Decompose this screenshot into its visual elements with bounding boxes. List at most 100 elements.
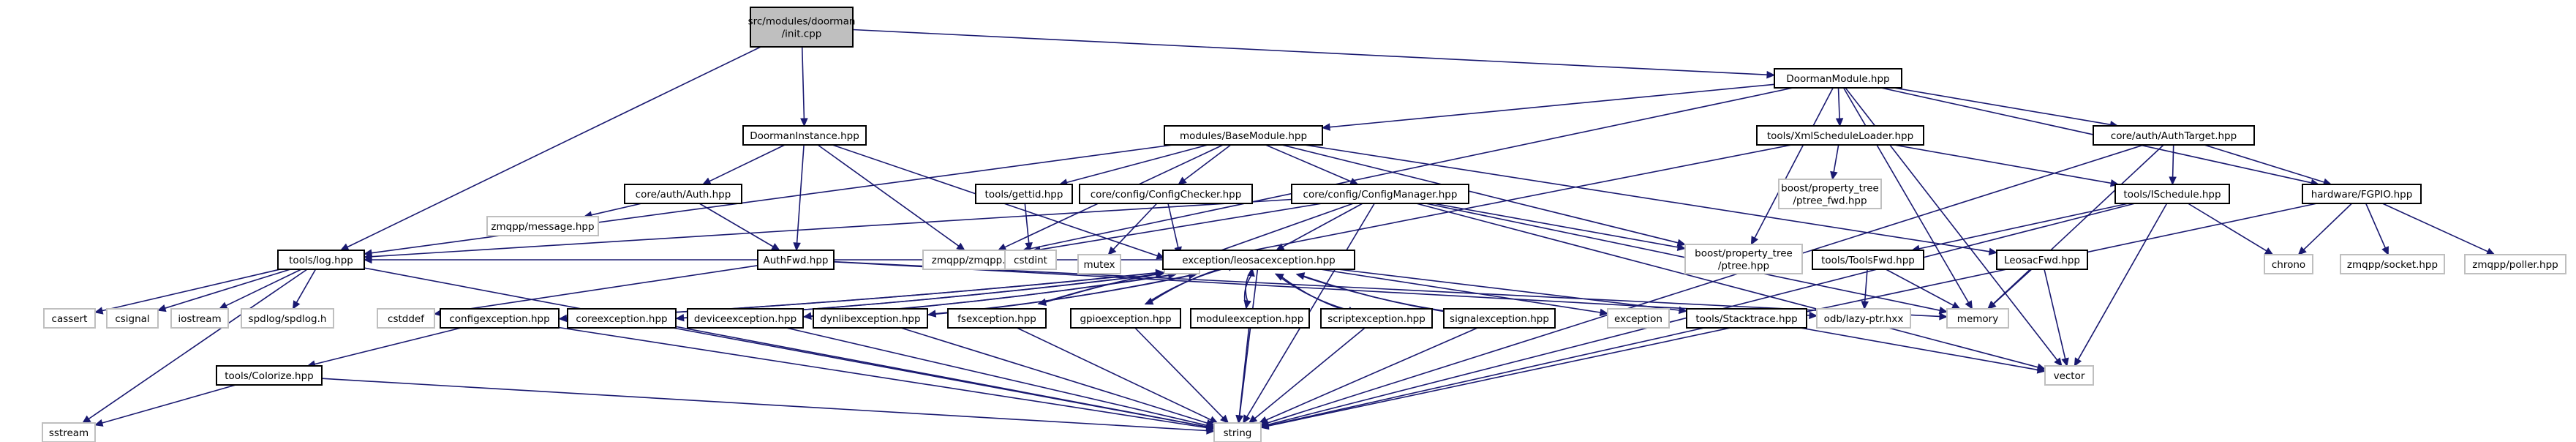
node-box bbox=[1996, 250, 2088, 270]
edge-xsl-to-ptf bbox=[1830, 144, 1839, 181]
edge-line bbox=[2303, 203, 2353, 250]
edge-log-to-cassert bbox=[94, 269, 281, 315]
edge-ccc-to-map bbox=[1167, 203, 1182, 256]
edge-line bbox=[1030, 87, 1793, 250]
node-fsx[interactable]: fsexception.hpp bbox=[947, 308, 1047, 329]
node-modx[interactable]: moduleexception.hpp bbox=[1190, 308, 1310, 329]
node-box bbox=[377, 308, 435, 329]
edge-line bbox=[852, 29, 1768, 75]
node-box bbox=[1190, 308, 1310, 329]
node-cat[interactable]: core/auth/AuthTarget.hpp bbox=[2093, 125, 2255, 146]
node-chrono: chrono bbox=[2264, 254, 2313, 274]
node-root[interactable]: src/modules/doorman/init.cpp bbox=[748, 7, 856, 48]
node-ccc[interactable]: core/config/ConfigChecker.hpp bbox=[1079, 184, 1253, 204]
edge-line bbox=[102, 384, 236, 424]
node-label: cstddef bbox=[388, 313, 425, 325]
node-dynx[interactable]: dynlibexception.hpp bbox=[813, 308, 928, 329]
edge-gpiox-to-string bbox=[1134, 327, 1229, 424]
node-label: core/config/ConfigChecker.hpp bbox=[1091, 189, 1242, 201]
edge-dm-to-zmq bbox=[1022, 87, 1793, 252]
node-zmsg: zmqpp/message.hpp bbox=[486, 216, 599, 236]
node-label: configexception.hpp bbox=[449, 313, 549, 325]
node-afwd[interactable]: AuthFwd.hpp bbox=[757, 250, 835, 270]
node-box bbox=[106, 308, 159, 329]
edge-log-to-csignal bbox=[157, 269, 291, 312]
node-label: exception bbox=[1614, 313, 1662, 325]
edge-log-to-spdlog bbox=[292, 269, 317, 310]
edge-arrowhead bbox=[2169, 176, 2177, 186]
node-label: mutex bbox=[1083, 259, 1115, 271]
edge-xsl-to-isch bbox=[1894, 144, 2120, 187]
edge-line bbox=[1842, 87, 1970, 303]
node-tfwd[interactable]: tools/ToolsFwd.hpp bbox=[1812, 250, 1924, 270]
node-sigx[interactable]: signalexception.hpp bbox=[1443, 308, 1556, 329]
edge-arrowhead bbox=[1243, 414, 1251, 424]
node-isch[interactable]: tools/ISchedule.hpp bbox=[2114, 184, 2230, 204]
edge-line bbox=[1992, 144, 2164, 304]
edge-dynx-to-string bbox=[900, 327, 1216, 427]
edge-arrowhead bbox=[94, 307, 104, 315]
node-xsl[interactable]: tools/XmlScheduleLoader.hpp bbox=[1756, 125, 1924, 146]
edge-arrowhead bbox=[1220, 414, 1229, 424]
edge-arrowhead bbox=[771, 243, 780, 251]
node-label: tools/gettid.hpp bbox=[985, 189, 1063, 201]
node-stack[interactable]: tools/Stacktrace.hpp bbox=[1686, 308, 1807, 329]
edge-sigx-to-string bbox=[1258, 327, 1478, 424]
node-corex[interactable]: coreexception.hpp bbox=[567, 308, 677, 329]
edge-arrowhead bbox=[1835, 118, 1844, 127]
edge-dm-to-ptree bbox=[1750, 87, 1834, 246]
node-box bbox=[624, 184, 742, 204]
node-label: chrono bbox=[2272, 259, 2305, 271]
edge-line bbox=[371, 198, 1292, 258]
edge-line bbox=[1134, 327, 1224, 419]
node-label: cassert bbox=[52, 313, 88, 325]
node-scrx[interactable]: scriptexception.hpp bbox=[1320, 308, 1433, 329]
edge-arrowhead bbox=[1830, 171, 1838, 181]
node-box bbox=[947, 308, 1047, 329]
node-label: core/auth/AuthTarget.hpp bbox=[2111, 130, 2237, 142]
node-box bbox=[1686, 308, 1807, 329]
node-label: modules/BaseModule.hpp bbox=[1180, 130, 1307, 142]
edge-line bbox=[796, 144, 805, 244]
node-string: string bbox=[1213, 422, 1262, 442]
edge-line bbox=[102, 269, 281, 312]
node-label: zmqpp/socket.hpp bbox=[2347, 259, 2438, 271]
edge-log-to-iostream bbox=[218, 269, 302, 310]
edge-line bbox=[1066, 144, 1208, 184]
node-fgpio[interactable]: hardware/FGPIO.hpp bbox=[2302, 184, 2422, 204]
node-ccm[interactable]: core/config/ConfigManager.hpp bbox=[1291, 184, 1469, 204]
edge-arrowhead bbox=[1258, 416, 1268, 424]
node-label: tools/ToolsFwd.hpp bbox=[1821, 255, 1915, 266]
node-label: src/modules/doorman bbox=[748, 16, 856, 28]
node-colorize[interactable]: tools/Colorize.hpp bbox=[216, 365, 323, 386]
node-box bbox=[1778, 179, 1882, 209]
node-box bbox=[1004, 250, 1057, 270]
node-lfwd[interactable]: LeosacFwd.hpp bbox=[1996, 250, 2088, 270]
edge-line bbox=[1837, 87, 1840, 119]
node-label: vector bbox=[2054, 370, 2085, 382]
edge-fgpio-to-chrono bbox=[2297, 203, 2353, 255]
edge-arrowhead bbox=[1951, 301, 1961, 310]
node-bm[interactable]: modules/BaseModule.hpp bbox=[1164, 125, 1323, 146]
node-gpiox[interactable]: gpioexception.hpp bbox=[1070, 308, 1181, 329]
node-gettid[interactable]: tools/gettid.hpp bbox=[975, 184, 1073, 204]
edge-colorize-to-sstream bbox=[94, 384, 236, 427]
node-di[interactable]: DoormanInstance.hpp bbox=[742, 125, 867, 146]
edge-arrowhead bbox=[800, 118, 808, 127]
node-exc[interactable]: exception/leosacexception.hpp bbox=[1162, 250, 1355, 270]
edge-arrowhead bbox=[927, 310, 937, 318]
node-label: spdlog/spdlog.h bbox=[249, 313, 327, 325]
node-caa[interactable]: core/auth/Auth.hpp bbox=[624, 184, 742, 204]
node-devx[interactable]: deviceexception.hpp bbox=[687, 308, 804, 329]
edge-arrowhead bbox=[2074, 357, 2082, 367]
node-cfgx[interactable]: configexception.hpp bbox=[440, 308, 560, 329]
node-box bbox=[1946, 308, 2009, 329]
node-box bbox=[43, 308, 96, 329]
node-box bbox=[687, 308, 804, 329]
node-log[interactable]: tools/log.hpp bbox=[277, 250, 365, 270]
edge-arrowhead bbox=[1321, 123, 1330, 131]
node-dm[interactable]: DoormanModule.hpp bbox=[1774, 68, 1902, 89]
edge-line bbox=[2172, 144, 2174, 178]
node-ptree: boost/property_tree/ptree.hpp bbox=[1684, 244, 1803, 274]
edge-line bbox=[1886, 269, 1954, 307]
